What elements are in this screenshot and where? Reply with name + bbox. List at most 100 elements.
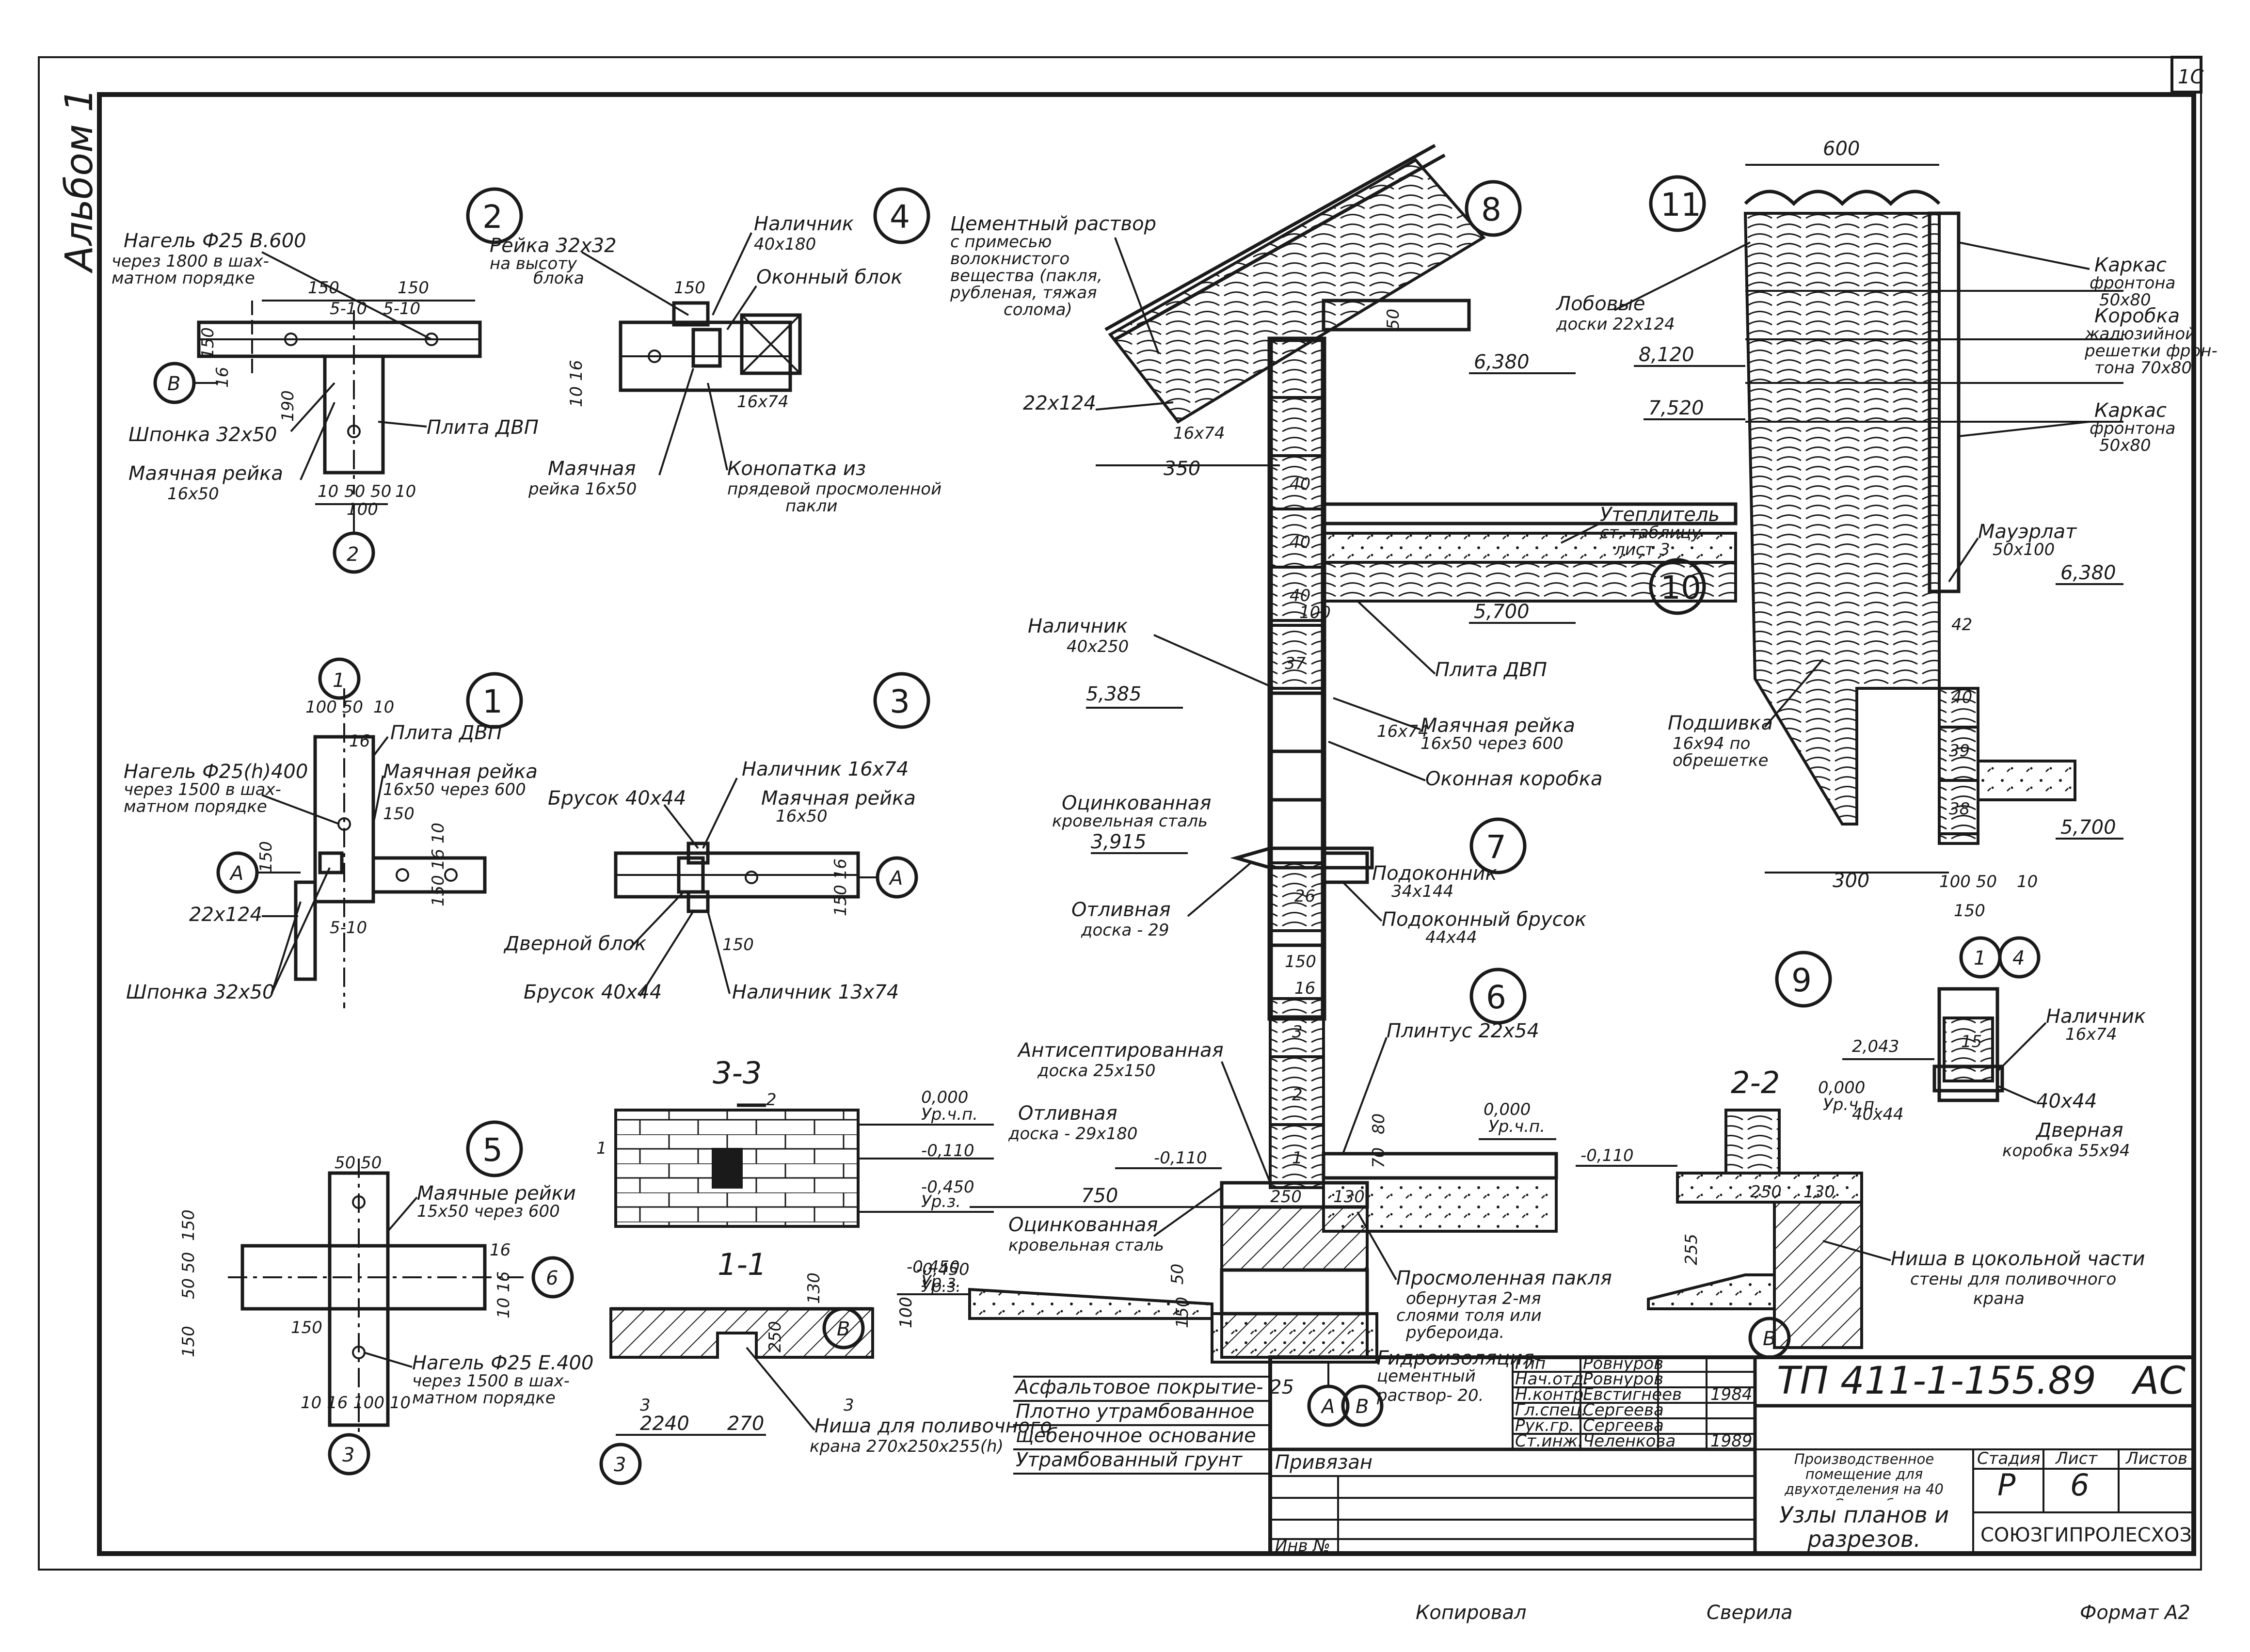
stamp-name-2: Ровнуров (1583, 1369, 1663, 1389)
detail-8-log-a: 40 (1290, 475, 1310, 494)
detail-1-number: 1 (482, 683, 503, 720)
detail-11-d150: 150 (1954, 901, 1985, 921)
detail-3-number: 3 (890, 683, 910, 720)
detail-8-log-b: 40 (1290, 533, 1310, 552)
detail-8-mayak-2: 16х50 через 600 (1420, 734, 1564, 753)
detail-3-brusok2: Брусок 40х44 (524, 981, 662, 1003)
detail-1-reika-2: 16х50 через 600 (383, 780, 526, 799)
floor-layer-1: Асфальтовое покрытие- 25 (1014, 1376, 1294, 1398)
section-3-3-d0450: -0,450 (921, 1177, 974, 1197)
stamp-title-2: Узлы планов и разрезов. (1779, 1503, 1949, 1551)
detail-4-konop-2: прядевой просмоленной (727, 479, 941, 499)
section-2-2-d250: 250 (1750, 1182, 1782, 1202)
detail-11-number: 11 (1660, 186, 1701, 223)
floor-layer-2: Плотно утрамбованное (1016, 1400, 1254, 1423)
roof-rafter (1108, 158, 1486, 424)
detail-3-reika-2: 16х50 (776, 807, 828, 826)
section-3-3-d0450-2: Ур.з. (921, 1192, 961, 1211)
detail-8-rastvor-3: волокнистого (950, 249, 1069, 269)
detail-7-otliv: Отливная (1071, 899, 1171, 921)
detail-6-otliv: Отливная (1018, 1102, 1117, 1125)
detail-11-d100-50: 100 50 (1939, 872, 1997, 891)
detail-3-blok: Дверной блок (503, 933, 646, 955)
detail-9-d40-44b: 40х44 (2036, 1090, 2097, 1112)
detail-6-axis-b: В (1356, 1396, 1369, 1418)
detail-6-otliv-2: доска - 29х180 (1008, 1124, 1138, 1144)
detail-2-d100: 100 (347, 500, 378, 519)
detail-2-d10: 10 (318, 482, 338, 501)
stamp-col-stage: Стадия (1977, 1449, 2040, 1468)
detail-2-d10b: 10 (395, 482, 416, 501)
stamp-role-3: Н.контр. (1515, 1385, 1589, 1404)
detail-2-plita: Плита ДВП (427, 416, 539, 439)
section-2-2-nisha-2: стены для поливочного (1910, 1270, 2116, 1289)
floor-layer-3: щебеночное основание (1016, 1425, 1256, 1447)
detail-2: 2 В 2 Нагель Ф25 В.600 через 1800 в шах-… (112, 187, 539, 574)
detail-1-shponka: Шпонка 32х50 (126, 981, 274, 1003)
detail-9-d0000: 0,000 (1818, 1078, 1865, 1097)
detail-11-karkas2-2: фронтона (2090, 419, 2175, 438)
detail-11-mauer-2: 50х100 (1993, 540, 2055, 559)
detail-6-plintus: Плинтус 22х54 (1387, 1020, 1539, 1042)
detail-5-d150b: 150 (179, 1326, 198, 1357)
detail-8-d350: 350 (1164, 458, 1200, 480)
detail-6-d250: 250 (1270, 1187, 1302, 1207)
section-1-1-axis: В (837, 1318, 850, 1340)
detail-1-d16: 16 (349, 731, 370, 751)
detail-8-d5700: 5,700 (1474, 601, 1530, 623)
detail-3-d150: 150 (722, 935, 754, 954)
section-3-3-mark1: 1 (596, 1139, 607, 1158)
detail-2-d150c: 150 (198, 327, 218, 359)
footer-format: Формат А2 (2080, 1602, 2190, 1624)
detail-11-mauer: Мауэрлат (1978, 521, 2077, 543)
detail-9-ax4: 4 (2012, 947, 2025, 969)
section-2-2-axis: В (1763, 1328, 1776, 1350)
detail-7-brus-2: 44х44 (1425, 928, 1477, 947)
detail-6-number: 6 (1486, 979, 1506, 1016)
detail-6-gidro-2: цементный (1377, 1366, 1476, 1386)
detail-7-podok-2: 34х144 (1391, 882, 1453, 901)
detail-9-korobka-2: коробка 55х94 (2002, 1141, 2130, 1160)
detail-7-number: 7 (1486, 828, 1506, 866)
detail-5-d150a: 150 (179, 1209, 198, 1241)
stamp-title-1: Производственное помещение для двухотдел… (1765, 1452, 1963, 1500)
detail-2-d50-50: 50 50 (344, 482, 391, 501)
detail-2-nagel-3: матном порядке (112, 269, 255, 288)
detail-8-plita: Плита ДВП (1435, 659, 1547, 681)
detail-6-pakla-2: обернутая 2-мя (1406, 1289, 1541, 1308)
detail-8-number: 8 (1481, 191, 1501, 228)
detail-2-d190: 190 (278, 390, 298, 422)
section-3-3-d0000-2: Ур.ч.п. (921, 1105, 978, 1124)
detail-1-nagel: Нагель Ф25(h)400 (124, 761, 308, 783)
section-1-1-nisha: Ниша для поливочного (814, 1415, 1052, 1437)
section-2-2-nisha-3: крана (1973, 1289, 2025, 1308)
detail-7-stal-2: кровельная сталь (1052, 811, 1208, 831)
detail-11-karkas1-2: фронтона (2090, 273, 2175, 293)
detail-1-d22-124: 22х124 (189, 904, 262, 926)
detail-6-log-2: 2 (1292, 1085, 1303, 1105)
section-1-1-d130: 130 (804, 1272, 824, 1304)
detail-6-d50: 50 (1168, 1264, 1187, 1285)
detail-1-axis-top: 1 (333, 669, 345, 692)
gable-wall (1743, 212, 1941, 826)
detail-5: 5 50 50 Маячные рейки 15х50 через 600 15… (179, 1120, 593, 1476)
stamp-name-5: Сергеева (1583, 1416, 1664, 1435)
section-1-1-d270: 270 (727, 1413, 764, 1435)
detail-2-nagel: Нагель Ф25 В.600 (124, 230, 306, 252)
detail-4-nalichnik: Наличник (754, 213, 854, 235)
stamp-bind-label: Привязан (1275, 1451, 1372, 1474)
detail-1-d150b: 150 (256, 841, 276, 873)
detail-6-d100: 100 (896, 1297, 916, 1328)
detail-2-axis: В (167, 373, 180, 395)
detail-10-number: 10 (1660, 569, 1701, 606)
section-2-2: 2-2 -0,110 250 130 255 Ниша в цокольной … (1576, 1065, 2145, 1359)
detail-5-d50-50: 50 50 (335, 1153, 382, 1173)
detail-6-pakla-4: рубероида. (1405, 1323, 1504, 1342)
detail-7: 7 26 Оцинкованная кровельная сталь 3,915… (1052, 792, 1586, 998)
detail-6-stal: Оцинкованная (1008, 1214, 1158, 1236)
detail-2-d5-10a: 5-10 (330, 299, 367, 318)
detail-8-korobka: Оконная коробка (1425, 768, 1603, 790)
section-3-3-mark2: 2 (766, 1090, 777, 1110)
section-2-2-nisha: Ниша в цокольной части (1891, 1248, 2145, 1270)
